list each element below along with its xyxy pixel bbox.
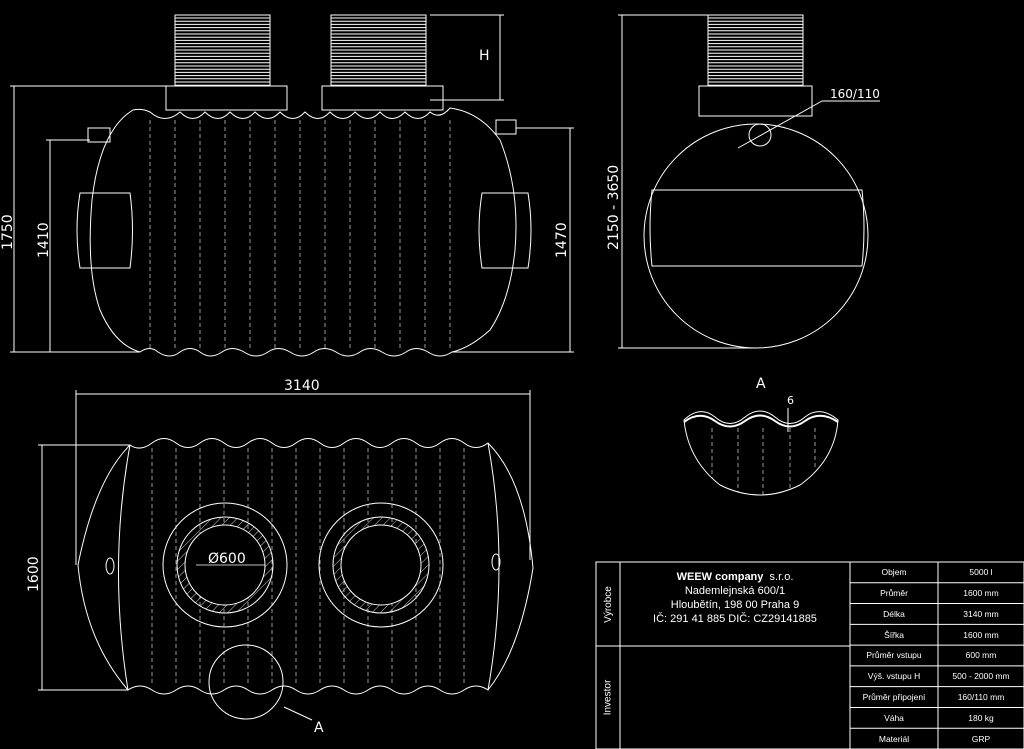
dim-height-range: 2150 - 3650: [606, 165, 622, 250]
title-block-frame: [595, 561, 1024, 749]
dim-1600: 1600: [26, 556, 42, 592]
spec-value: 1600 mm: [963, 588, 999, 599]
riser-left: [165, 14, 288, 111]
connection-hole: [748, 123, 772, 147]
spec-value: 180 kg: [968, 712, 994, 723]
spec-label: Průměr: [880, 588, 908, 599]
detail-a-marker: [208, 644, 284, 720]
detail-a-ref: A: [314, 720, 324, 736]
address-line2: Hloubětín, 198 00 Praha 9: [670, 599, 800, 611]
end-cap-right: [478, 192, 532, 269]
tank-section-circle: [643, 123, 869, 349]
address-line1: Nademlejnská 600/1: [684, 585, 786, 597]
manufacturer-label: Výrobce: [602, 585, 614, 623]
spec-value: 1600 mm: [963, 629, 999, 640]
dim-1470: 1470: [554, 222, 570, 258]
company-info: WEEW company s.r.o. Nademlejnská 600/1 H…: [622, 570, 848, 626]
dim-3140: 3140: [284, 378, 320, 394]
tank-body-front: [89, 107, 517, 357]
company-suffix: s.r.o.: [769, 571, 794, 583]
dim-1750: 1750: [0, 214, 16, 250]
company-name: WEEW company: [676, 571, 764, 583]
spec-value: 600 mm: [965, 650, 997, 661]
spec-label: Délka: [883, 608, 905, 619]
detail-a-title: A: [756, 376, 766, 392]
detail-a-view: [683, 408, 839, 496]
side-view: [618, 14, 880, 349]
dim-wall-6: 6: [787, 394, 794, 407]
title-block: Výrobce Investor WEEW company s.r.o. Nad…: [596, 562, 1024, 749]
spec-label: Výš. vstupu H: [867, 671, 921, 682]
spec-label: Váha: [884, 712, 904, 723]
dim-diameter: Ø600: [208, 551, 246, 567]
dim-1410: 1410: [36, 222, 52, 258]
dim-h: H: [479, 48, 490, 64]
spec-label: Materiál: [878, 733, 910, 744]
top-view: [38, 390, 534, 721]
spec-label: Šířka: [884, 629, 904, 640]
riser-right: [321, 14, 444, 111]
spec-value: 500 - 2000 mm: [952, 671, 1010, 682]
end-cap-side: [649, 189, 865, 267]
front-view: [10, 14, 574, 357]
spec-value: 160/110 mm: [957, 692, 1005, 703]
spec-label: Průměr připojení: [862, 692, 926, 703]
dim-connection: 160/110: [830, 87, 880, 101]
company-ids: IČ: 291 41 885 DIČ: CZ29141885: [653, 613, 817, 625]
spec-label: Objem: [881, 567, 907, 578]
investor-label: Investor: [602, 679, 614, 716]
end-cap-left: [76, 192, 133, 269]
spec-value: 3140 mm: [963, 608, 999, 619]
detail-a-section: [683, 410, 839, 496]
spec-value: 5000 l: [969, 567, 993, 578]
spec-label: Průměr vstupu: [866, 650, 922, 661]
tank-body-top: [77, 438, 534, 695]
spec-value: GRP: [971, 733, 991, 744]
